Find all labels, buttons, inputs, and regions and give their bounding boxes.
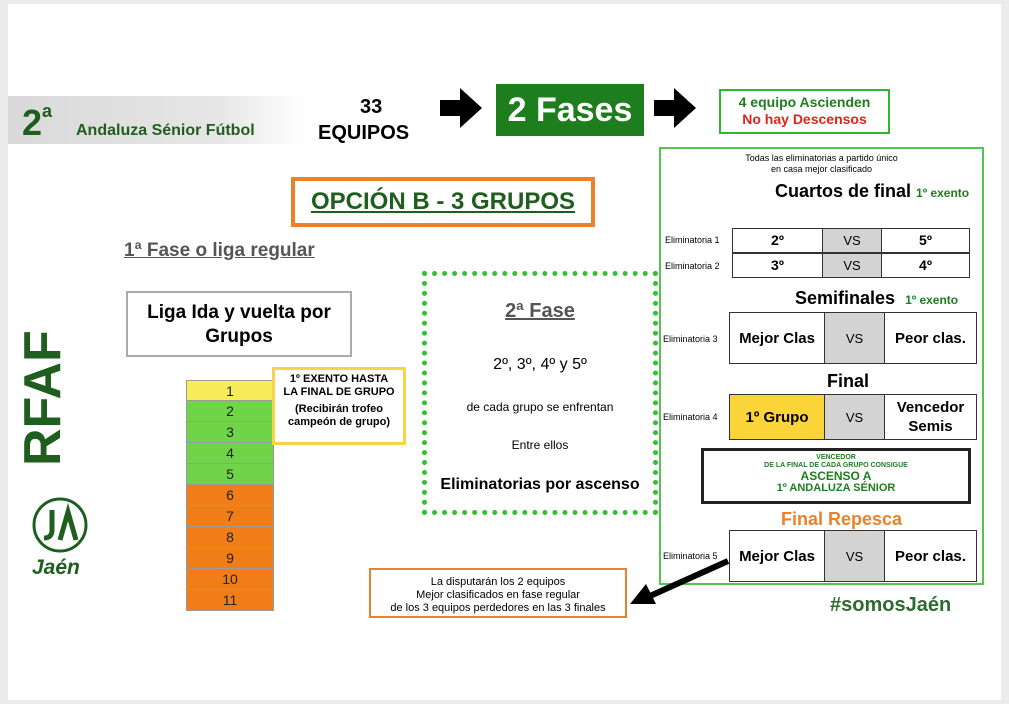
bracket-note-line: Todas las eliminatorias a partido único (745, 153, 898, 163)
phase2-box: 2ª Fase 2º, 3º, 4º y 5º de cada grupo se… (422, 271, 658, 515)
phase2-description: de cada grupo se enfrentan (466, 400, 614, 414)
tie-2: 3º VS 4º (732, 253, 970, 278)
bracket-note: Todas las eliminatorias a partido único … (661, 153, 982, 175)
tie-home: Mejor Clas (739, 547, 815, 565)
tie-4: 1º Grupo VS Vencedor Semis (729, 394, 977, 440)
option-title-box: OPCIÓN B - 3 GRUPOS (291, 177, 595, 227)
tie-label: Eliminatoria 5 (663, 551, 718, 561)
bracket-note-line: en casa mejor clasificado (770, 164, 873, 174)
teams-label: EQUIPOS (318, 122, 410, 144)
standings-row: 10 (186, 569, 274, 590)
phase2-title: 2ª Fase (505, 300, 575, 322)
option-title: OPCIÓN B - 3 GRUPOS (310, 188, 576, 215)
standings-row: 4 (186, 443, 274, 464)
exempt-note-line: LA FINAL DE GRUPO (283, 386, 395, 398)
tie-vs: VS (822, 229, 881, 252)
phase2-between: Entre ellos (511, 438, 569, 452)
rfaf-logo-text: RFAF (22, 330, 66, 466)
phase1-format-box: Liga Ida y vuelta por Grupos (126, 291, 352, 357)
tie-away: Peor clas. (884, 531, 976, 581)
jaen-label: Jaén (32, 556, 80, 579)
header-band (8, 96, 308, 144)
standings-row: 3 (186, 422, 274, 443)
standings-row: 5 (186, 464, 274, 485)
ascent-line: 1º ANDALUZA SÉNIOR (776, 482, 896, 494)
ascent-line: DE LA FINAL DE CADA GRUPO CONSIGUE (764, 462, 908, 469)
ascent-line: VENCEDOR (816, 454, 856, 461)
right-arrow-icon (440, 88, 482, 128)
tie-vs: VS (822, 254, 881, 277)
tie-away-line: Vencedor (896, 399, 965, 416)
semis-exempt: 1º exento (905, 293, 959, 307)
division-number: 2a (22, 101, 53, 143)
tie-3: Mejor Clas VS Peor clas. (729, 312, 977, 364)
tie-away: Peor clas. (884, 313, 976, 363)
league-name: Andaluza Sénior Fútbol (76, 122, 255, 139)
tie-home: 1º Grupo (730, 395, 824, 439)
tie-vs: VS (824, 313, 884, 363)
tie-vs: VS (824, 395, 884, 439)
repechage-note-line: de los 3 equipos perdedores en las 3 fin… (390, 602, 606, 614)
standings-row: 1 (186, 380, 274, 401)
tie-away-line: Semis (908, 418, 953, 435)
tie-label: Eliminatoria 4 (663, 412, 718, 422)
tie-home: 2º (771, 232, 784, 248)
tie-home: 3º (771, 257, 784, 273)
tie-label: Eliminatoria 1 (665, 235, 720, 245)
diagonal-arrow-icon (630, 558, 730, 604)
tie-1: 2º VS 5º (732, 228, 970, 253)
tie-home: Mejor Clas (739, 329, 815, 347)
promotion-text: 4 equipo Ascienden (738, 94, 871, 110)
tie-label: Eliminatoria 3 (663, 334, 718, 344)
promotion-box: 4 equipo Ascienden No hay Descensos (719, 89, 890, 134)
rfaf-logo: RFAF (22, 330, 66, 466)
ascent-line: ASCENSO A (800, 469, 872, 483)
bracket-panel: Todas las eliminatorias a partido único … (659, 147, 984, 585)
exempt-note-box: 1º EXENTO HASTA LA FINAL DE GRUPO (Recib… (272, 367, 406, 445)
tie-away: 5º (881, 229, 969, 252)
standings-row: 11 (186, 590, 274, 611)
exempt-note-line: (Recibirán trofeo (294, 403, 383, 415)
hashtag: #somosJaén (830, 594, 952, 616)
standings-row: 2 (186, 401, 274, 422)
ascent-box: VENCEDOR DE LA FINAL DE CADA GRUPO CONSI… (701, 448, 971, 504)
phase2-knockout: Eliminatorias por ascenso (440, 476, 640, 493)
final-title: Final (827, 371, 870, 391)
quarters-title: Cuartos de final 1º exento (775, 181, 970, 201)
tie-label: Eliminatoria 2 (665, 261, 720, 271)
repechage-note-line: La disputarán los 2 equipos (430, 576, 566, 588)
tie-5: Mejor Clas VS Peor clas. (729, 530, 977, 582)
standings-row: 7 (186, 506, 274, 527)
standings-row: 8 (186, 527, 274, 548)
tie-away: 4º (881, 254, 969, 277)
phase1-format-line: Grupos (205, 326, 273, 347)
repechage-note-box: La disputarán los 2 equipos Mejor clasif… (369, 568, 627, 618)
exempt-note-line: campeón de grupo) (287, 416, 391, 428)
jaen-logo-icon (32, 497, 88, 553)
teams-count: 33 (360, 96, 383, 118)
relegation-text: No hay Descensos (742, 111, 867, 127)
repechage-title: Final Repesca (781, 509, 903, 529)
tie-vs: VS (824, 531, 884, 581)
semis-title: Semifinales 1º exento (795, 288, 959, 308)
slide: 2a Andaluza Sénior Fútbol 33 EQUIPOS 2 F… (8, 4, 1001, 700)
phase2-positions: 2º, 3º, 4º y 5º (493, 356, 587, 373)
right-arrow-icon (654, 88, 696, 128)
quarters-exempt: 1º exento (916, 186, 970, 200)
standings-row: 6 (186, 485, 274, 506)
phase1-title: 1ª Fase o liga regular (124, 240, 315, 261)
repechage-note-line: Mejor clasificados en fase regular (416, 589, 580, 601)
tie-away: Vencedor Semis (884, 395, 976, 439)
phases-badge: 2 Fases (496, 84, 644, 136)
standings-row: 9 (186, 548, 274, 569)
exempt-note-line: 1º EXENTO HASTA (289, 373, 389, 385)
phase1-format-line: Liga Ida y vuelta por (147, 302, 331, 323)
